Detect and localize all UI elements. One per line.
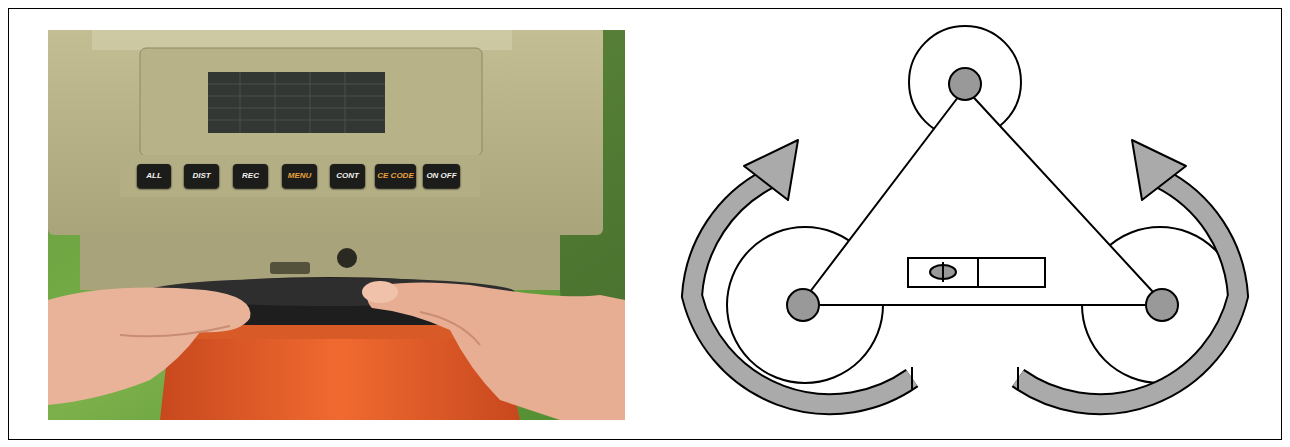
- instrument-photo: [48, 30, 625, 420]
- key-label-group: REC: [242, 172, 259, 180]
- key-label-group: CONT: [336, 172, 359, 180]
- key-label-group: ALL: [146, 172, 162, 180]
- key-label: CONT: [336, 172, 359, 180]
- key-button: CE CODE: [375, 164, 416, 188]
- key-button: ON OFF: [423, 164, 460, 188]
- key-button: DIST: [184, 164, 219, 188]
- key-button: ALL: [137, 164, 171, 188]
- key-label: DIST: [192, 172, 210, 180]
- key-label-group: MENU: [288, 172, 312, 180]
- leveling-diagram: [692, 26, 1238, 404]
- key-label: REC: [242, 172, 259, 180]
- key-button: MENU: [282, 164, 317, 188]
- figure-frame: [9, 9, 1282, 440]
- key-label-group: ON OFF: [426, 172, 456, 180]
- key-label-group: DIST: [192, 172, 210, 180]
- key-label: CE CODE: [377, 172, 413, 180]
- key-label-group: CE CODE: [377, 172, 413, 180]
- key-button: CONT: [330, 164, 365, 188]
- key-label: MENU: [288, 172, 312, 180]
- key-button: REC: [233, 164, 268, 188]
- key-label: ALL: [146, 172, 162, 180]
- key-label: ON OFF: [426, 172, 456, 180]
